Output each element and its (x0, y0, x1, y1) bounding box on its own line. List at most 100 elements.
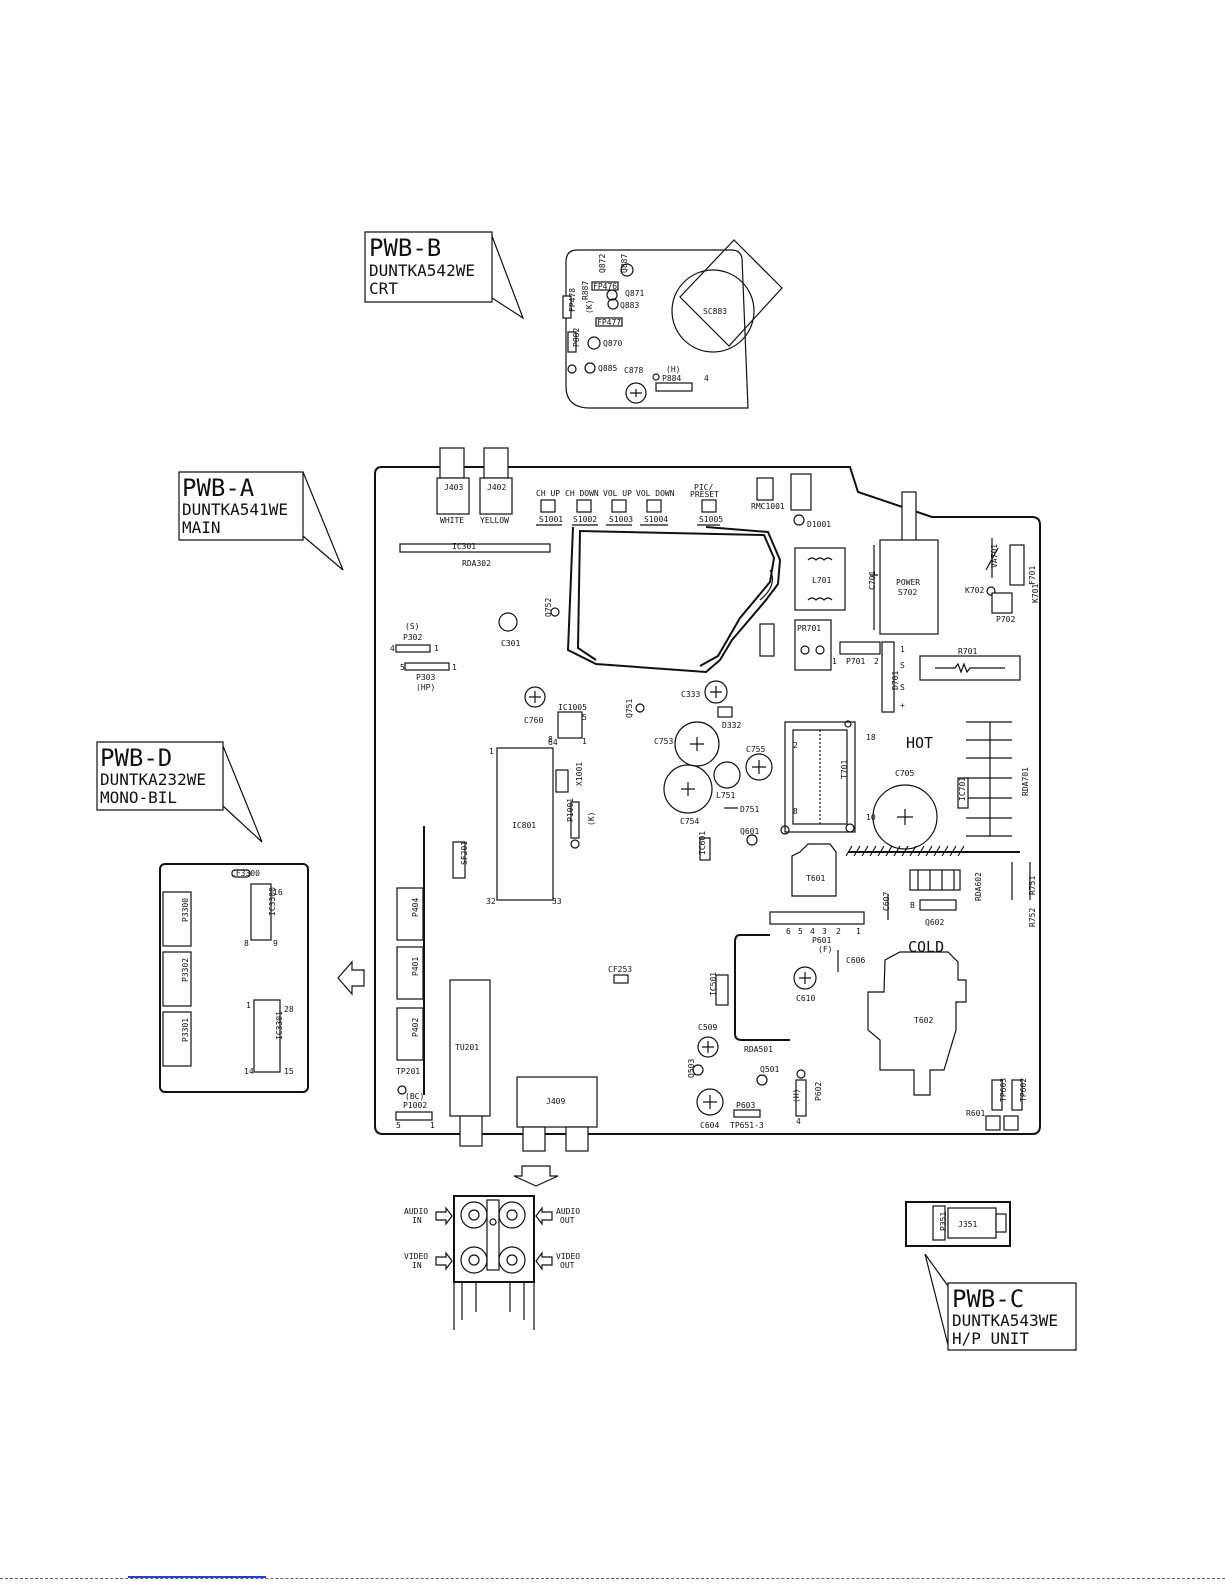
svg-text:HOT: HOT (906, 734, 933, 752)
svg-text:P402: P402 (411, 1018, 420, 1037)
label-pwb-a: PWB-A DUNTKA541WE MAIN (178, 471, 344, 571)
svg-text:1: 1 (430, 1121, 435, 1130)
svg-text:C701: C701 (868, 571, 877, 590)
svg-text:R751: R751 (1028, 876, 1037, 895)
svg-text:C878: C878 (624, 366, 643, 375)
svg-text:P302: P302 (403, 633, 422, 642)
svg-text:8: 8 (793, 807, 798, 816)
svg-text:VOL DOWN: VOL DOWN (636, 489, 675, 498)
svg-text:Q887: Q887 (620, 254, 629, 273)
svg-text:(BC): (BC) (405, 1092, 424, 1101)
svg-text:C301: C301 (501, 639, 520, 648)
svg-text:C333: C333 (681, 690, 700, 699)
svg-text:T601: T601 (806, 874, 825, 883)
svg-text:IC301: IC301 (452, 542, 476, 551)
svg-text:10: 10 (866, 813, 876, 822)
svg-text:K702: K702 (965, 586, 984, 595)
svg-text:Q752: Q752 (544, 598, 553, 617)
svg-text:+: + (900, 701, 905, 710)
svg-text:32: 32 (486, 897, 496, 906)
label-code: DUNTKA541WE (182, 500, 288, 519)
svg-text:(F): (F) (818, 945, 832, 954)
svg-text:YELLOW: YELLOW (480, 516, 509, 525)
svg-text:1: 1 (582, 737, 587, 746)
svg-text:9: 9 (273, 939, 278, 948)
hp-board: P351 J351 (905, 1201, 1011, 1247)
svg-text:(K): (K) (587, 812, 596, 826)
svg-text:AUDIO: AUDIO (556, 1207, 580, 1216)
svg-text:8: 8 (244, 939, 249, 948)
svg-text:VA701: VA701 (990, 544, 999, 568)
svg-text:TU201: TU201 (455, 1043, 479, 1052)
svg-text:S1004: S1004 (644, 515, 668, 524)
svg-text:SC883: SC883 (703, 307, 727, 316)
svg-text:C610: C610 (796, 994, 815, 1003)
svg-text:15: 15 (284, 1067, 294, 1076)
svg-text:CF253: CF253 (608, 965, 632, 974)
svg-text:D1001: D1001 (807, 520, 831, 529)
svg-text:CH DOWN: CH DOWN (565, 489, 599, 498)
svg-text:(H): (H) (792, 1089, 801, 1103)
svg-text:C760: C760 (524, 716, 543, 725)
svg-text:IC801: IC801 (512, 821, 536, 830)
label-name: H/P UNIT (952, 1329, 1029, 1348)
svg-text:OUT: OUT (560, 1216, 575, 1225)
svg-text:3: 3 (822, 927, 827, 936)
svg-text:CH UP: CH UP (536, 489, 560, 498)
svg-text:J403: J403 (444, 483, 463, 492)
label-pwb-b: PWB-B DUNTKA542WE CRT (364, 231, 525, 320)
svg-text:6: 6 (786, 927, 791, 936)
svg-text:5: 5 (798, 927, 803, 936)
svg-text:RDA302: RDA302 (462, 559, 491, 568)
svg-text:IC3301: IC3301 (275, 1011, 284, 1040)
svg-text:R601: R601 (966, 1109, 985, 1118)
svg-text:S1005: S1005 (699, 515, 723, 524)
crt-socket (671, 269, 755, 353)
svg-text:IC3300: IC3300 (268, 887, 277, 916)
svg-text:TP602: TP602 (1019, 1078, 1028, 1102)
svg-text:D332: D332 (722, 721, 741, 730)
label-title: PWB-A (182, 474, 255, 502)
svg-text:2: 2 (793, 741, 798, 750)
svg-text:Q601: Q601 (740, 827, 759, 836)
svg-text:4: 4 (810, 927, 815, 936)
svg-text:1: 1 (856, 927, 861, 936)
svg-text:64: 64 (548, 738, 558, 747)
svg-text:2: 2 (836, 927, 841, 936)
svg-text:14: 14 (244, 1067, 254, 1076)
svg-text:FP476: FP476 (593, 282, 617, 291)
svg-text:C607: C607 (882, 892, 891, 911)
svg-text:1: 1 (452, 663, 457, 672)
svg-text:FP477: FP477 (597, 318, 621, 327)
svg-text:RDA602: RDA602 (974, 872, 983, 901)
svg-text:T602: T602 (914, 1016, 933, 1025)
label-code: DUNTKA542WE (369, 261, 475, 280)
svg-text:IC701: IC701 (958, 777, 967, 801)
svg-text:P701: P701 (846, 657, 865, 666)
label-pwb-d: PWB-D DUNTKA232WE MONO-BIL (96, 741, 263, 843)
svg-text:WHITE: WHITE (440, 516, 464, 525)
svg-text:1: 1 (434, 644, 439, 653)
svg-text:Q885: Q885 (598, 364, 617, 373)
svg-text:P401: P401 (411, 957, 420, 976)
svg-text:C606: C606 (846, 956, 865, 965)
svg-text:Q871: Q871 (625, 289, 644, 298)
svg-text:P1001: P1001 (566, 798, 575, 822)
svg-text:(HP): (HP) (416, 683, 435, 692)
svg-text:1: 1 (900, 645, 905, 654)
svg-text:P303: P303 (416, 673, 435, 682)
svg-text:P3301: P3301 (181, 1018, 190, 1042)
svg-text:16: 16 (273, 888, 283, 897)
svg-text:VOL UP: VOL UP (603, 489, 632, 498)
svg-text:P603: P603 (736, 1101, 755, 1110)
svg-text:1: 1 (246, 1001, 251, 1010)
svg-text:PIC/: PIC/ (694, 483, 713, 492)
svg-text:P1002: P1002 (403, 1101, 427, 1110)
svg-text:IC601: IC601 (698, 831, 707, 855)
svg-text:K701: K701 (1031, 584, 1040, 603)
svg-text:VIDEO: VIDEO (404, 1252, 428, 1261)
svg-text:S702: S702 (898, 588, 917, 597)
svg-text:FP478: FP478 (568, 288, 577, 312)
svg-text:18: 18 (866, 733, 876, 742)
svg-text:J402: J402 (487, 483, 506, 492)
